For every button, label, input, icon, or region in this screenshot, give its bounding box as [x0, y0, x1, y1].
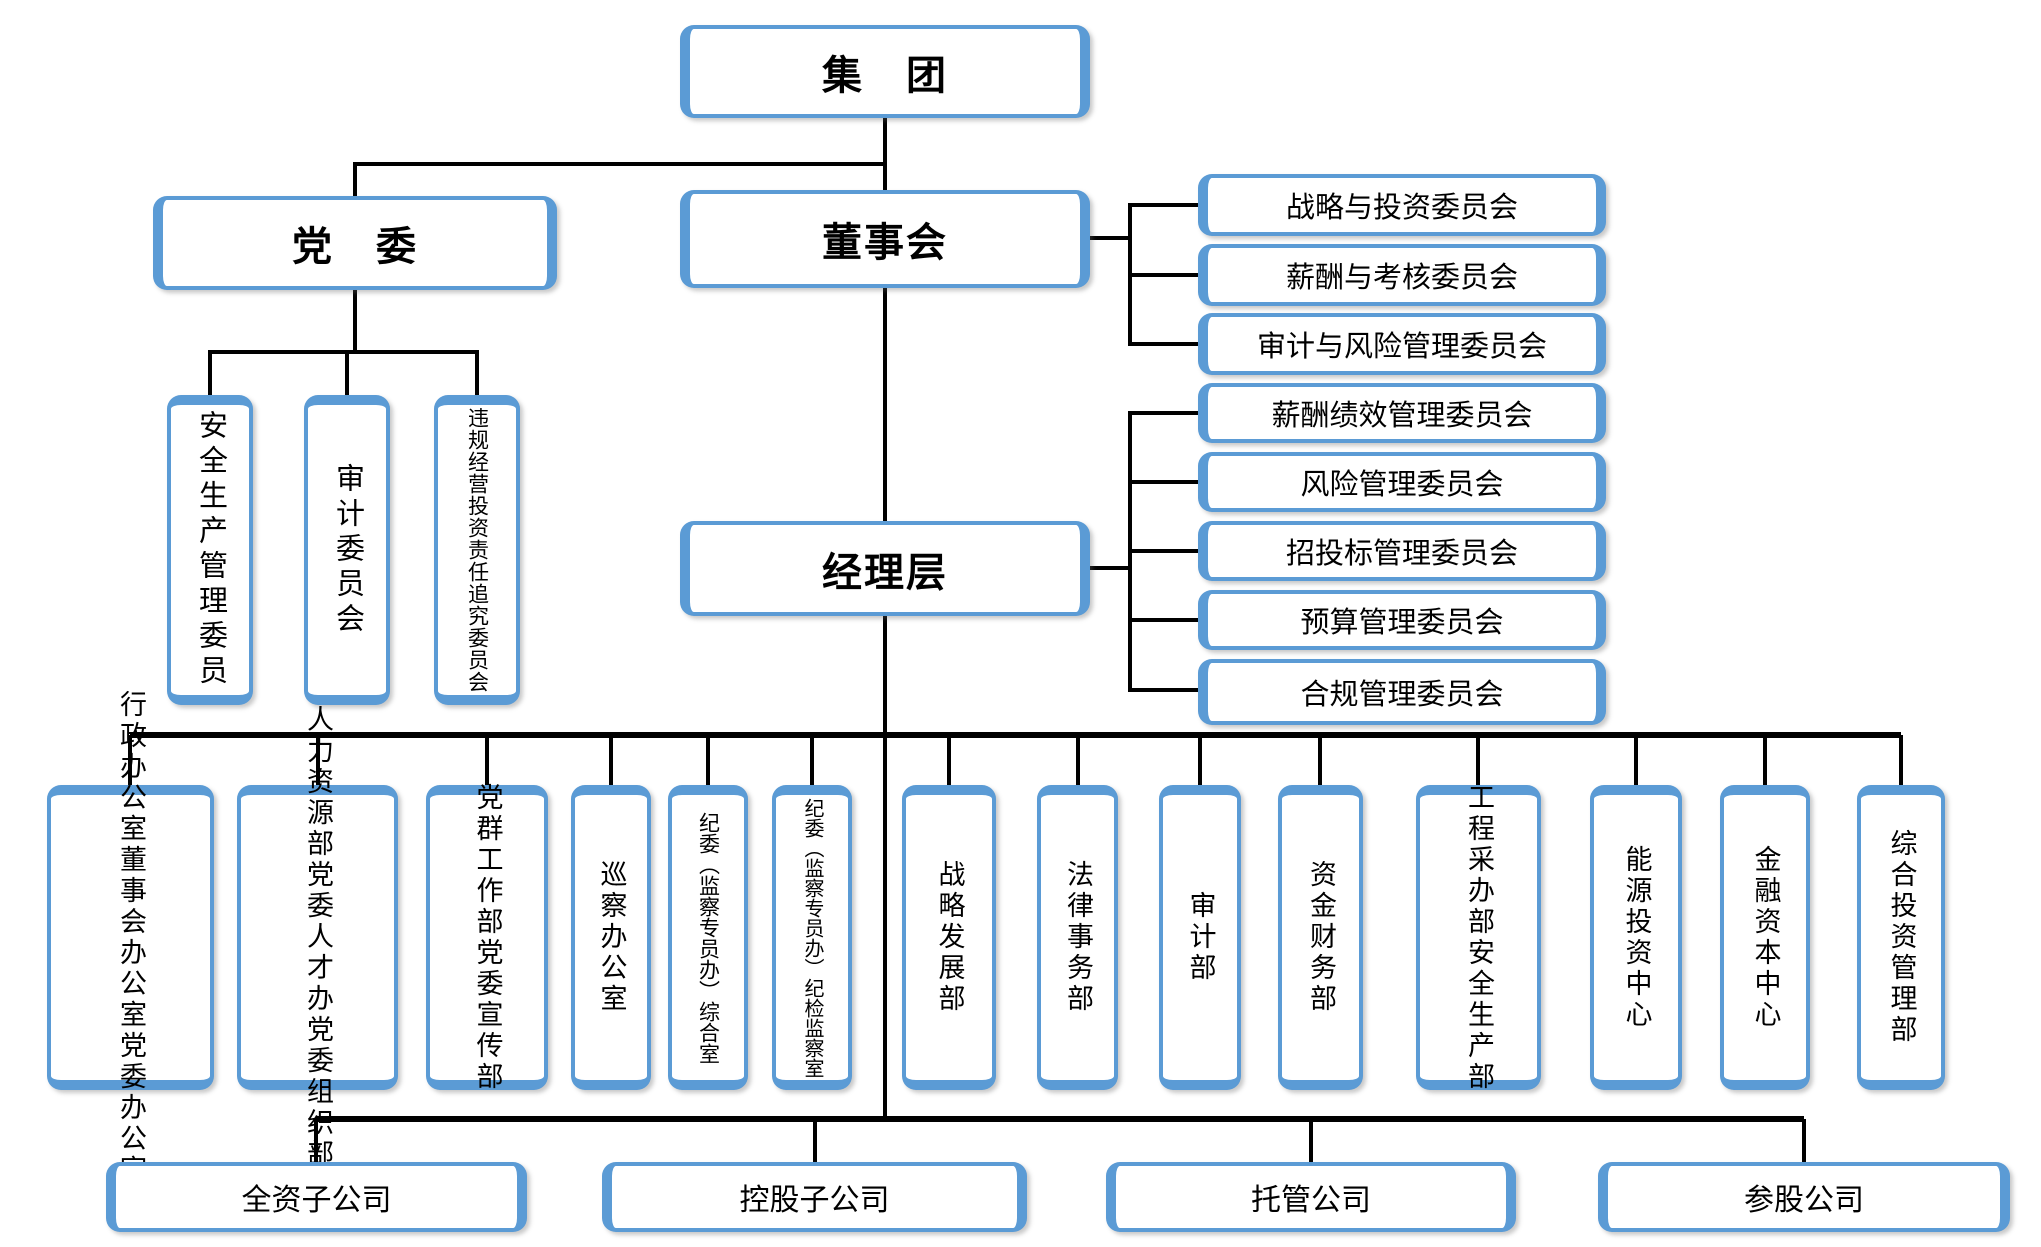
- company-equity-participation: 参股公司: [1598, 1162, 2010, 1232]
- dept-discipline-supervision-office: 纪委（监察专员办）纪检监察室: [772, 785, 852, 1090]
- dept-comprehensive-investment-management: 综合投资管理部: [1857, 785, 1945, 1090]
- committee-work-safety-management: 安全生产管理委员: [167, 395, 253, 705]
- committee-strategy-investment: 战略与投资委员会: [1198, 174, 1606, 236]
- committee-risk-management: 风险管理委员会: [1198, 452, 1606, 512]
- dept-audit: 审计部: [1159, 785, 1241, 1090]
- company-holding: 控股子公司: [602, 1162, 1027, 1232]
- dept-energy-investment-center: 能源投资中心: [1590, 785, 1682, 1090]
- company-wholly-owned: 全资子公司: [106, 1162, 527, 1232]
- committee-compensation-assessment: 薪酬与考核委员会: [1198, 244, 1606, 306]
- node-management: 经理层: [680, 521, 1090, 616]
- committee-audit-risk-management: 审计与风险管理委员会: [1198, 313, 1606, 375]
- dept-discipline-general-office: 纪委（监察专员办）综合室: [668, 785, 748, 1090]
- node-party-committee: 党 委: [153, 196, 557, 290]
- node-board: 董事会: [680, 190, 1090, 288]
- node-party-label: 党 委: [292, 225, 418, 269]
- node-group: 集 团: [680, 25, 1090, 118]
- company-trusteeship: 托管公司: [1106, 1162, 1516, 1232]
- dept-inspection-office: 巡察办公室: [571, 785, 651, 1090]
- dept-financial-capital-center: 金融资本中心: [1720, 785, 1810, 1090]
- committee-budget-management: 预算管理委员会: [1198, 590, 1606, 650]
- committee-bidding-management: 招投标管理委员会: [1198, 521, 1606, 581]
- committee-violation-accountability: 违规经营投资责任追究委员会: [434, 395, 520, 705]
- dept-safety-engineering-procurement: 工程采办部 安全生产部: [1416, 783, 1541, 1093]
- committee-compensation-performance: 薪酬绩效管理委员会: [1198, 383, 1606, 443]
- dept-strategy-development: 战略发展部: [902, 785, 996, 1090]
- dept-treasury-finance: 资金财务部: [1278, 785, 1363, 1090]
- dept-party-board-admin-offices: 行政办公室 董事会办公室 党委办公室: [47, 690, 214, 1186]
- dept-publicity-mass-work: 党群工作部 党委宣传部: [426, 783, 548, 1093]
- dept-hr-organization-talent: 人力资源部 党委人才办 党委组织部: [237, 705, 398, 1170]
- node-group-label: 集 团: [822, 53, 948, 98]
- node-board-label: 董事会: [822, 221, 948, 265]
- committee-compliance-management: 合规管理委员会: [1198, 659, 1606, 725]
- node-management-label: 经理层: [822, 550, 948, 595]
- dept-legal-affairs: 法律事务部: [1037, 785, 1118, 1090]
- committee-audit: 审计委员会: [304, 395, 390, 705]
